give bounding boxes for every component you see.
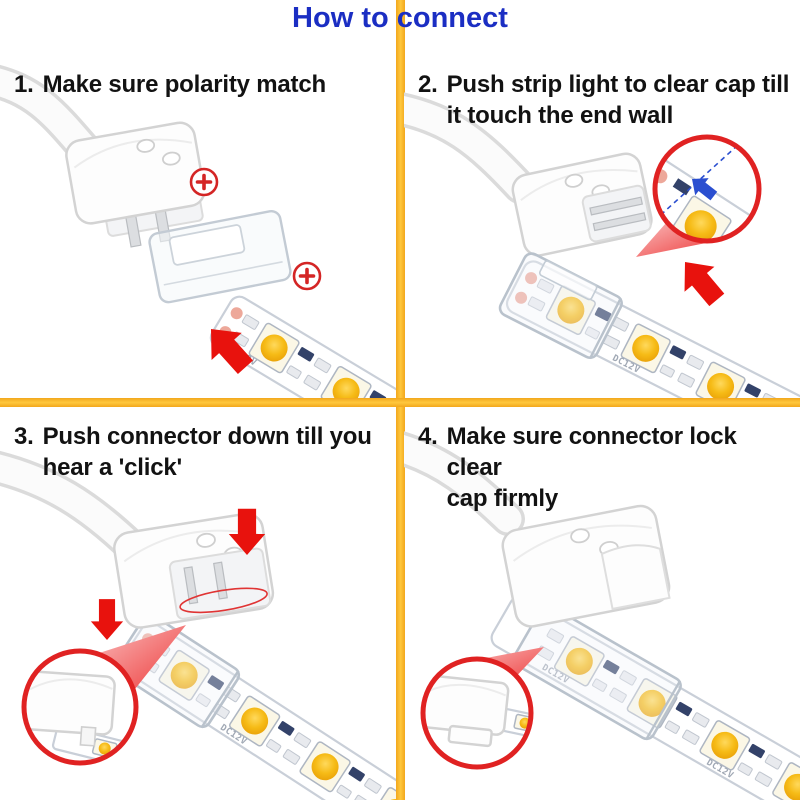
step-2-line-2: it touch the end wall <box>446 102 674 130</box>
power-cable <box>0 450 149 564</box>
strip-connector <box>501 504 671 628</box>
click-highlight-oval <box>179 587 268 614</box>
step-2-line-1: Push strip light to clear cap till <box>446 71 790 98</box>
step-2-panel: 2. Push strip light to clear cap till it… <box>404 45 800 398</box>
strip-connector <box>65 121 206 248</box>
polarity-plus-icon <box>292 261 322 291</box>
power-cable <box>404 92 537 204</box>
step-1-illustration: DC12V <box>0 64 396 398</box>
magnifier-ring <box>652 134 762 244</box>
step-3-number: 3. <box>14 423 34 450</box>
step-4-number: 4. <box>418 423 438 450</box>
step-4-line-1: Make sure connector lock clear <box>446 423 737 482</box>
clear-cap <box>148 209 292 304</box>
strip-connector <box>511 152 653 257</box>
step-4-illustration: DC12V DC12V <box>404 431 800 800</box>
callout-wedge <box>636 223 716 257</box>
step-1-panel: 1. Make sure polarity match <box>0 45 396 398</box>
step-4-line-2: cap firmly <box>446 485 559 513</box>
red-arrow-icon <box>670 249 732 313</box>
step-3-line-2: hear a 'click' <box>42 454 183 482</box>
step-3-panel: 3. Push connector down till you hear a '… <box>0 407 396 800</box>
divider-horizontal <box>0 398 800 407</box>
step-4-heading: 4. Make sure connector lock clear cap fi… <box>404 407 800 515</box>
step-1-number: 1. <box>14 71 34 98</box>
step-2-illustration: DC12V <box>404 92 800 398</box>
step-4-panel: 4. Make sure connector lock clear cap fi… <box>404 407 800 800</box>
magnifier-ring <box>21 648 139 766</box>
red-arrow-icon <box>90 599 124 640</box>
step-2-number: 2. <box>418 71 438 98</box>
led-strip: DC12V <box>498 252 800 398</box>
power-cable <box>404 431 525 536</box>
magnifier-detail <box>420 647 544 770</box>
clear-cap <box>512 604 682 741</box>
step-3-illustration: DC12V <box>0 450 396 800</box>
magnifier-ring <box>420 656 534 770</box>
step-1-line-1: Make sure polarity match <box>42 71 327 98</box>
step-1-heading: 1. Make sure polarity match <box>0 45 396 100</box>
magnifier-detail <box>636 134 762 257</box>
step-3-heading: 3. Push connector down till you hear a '… <box>0 407 396 483</box>
polarity-plus-icon <box>189 167 219 197</box>
page-title: How to connect <box>292 2 508 34</box>
strip-connector <box>113 512 275 629</box>
step-2-heading: 2. Push strip light to clear cap till it… <box>404 45 800 131</box>
step-3-line-1: Push connector down till you <box>42 423 372 450</box>
led-strip: DC12V DC12V <box>490 595 800 800</box>
